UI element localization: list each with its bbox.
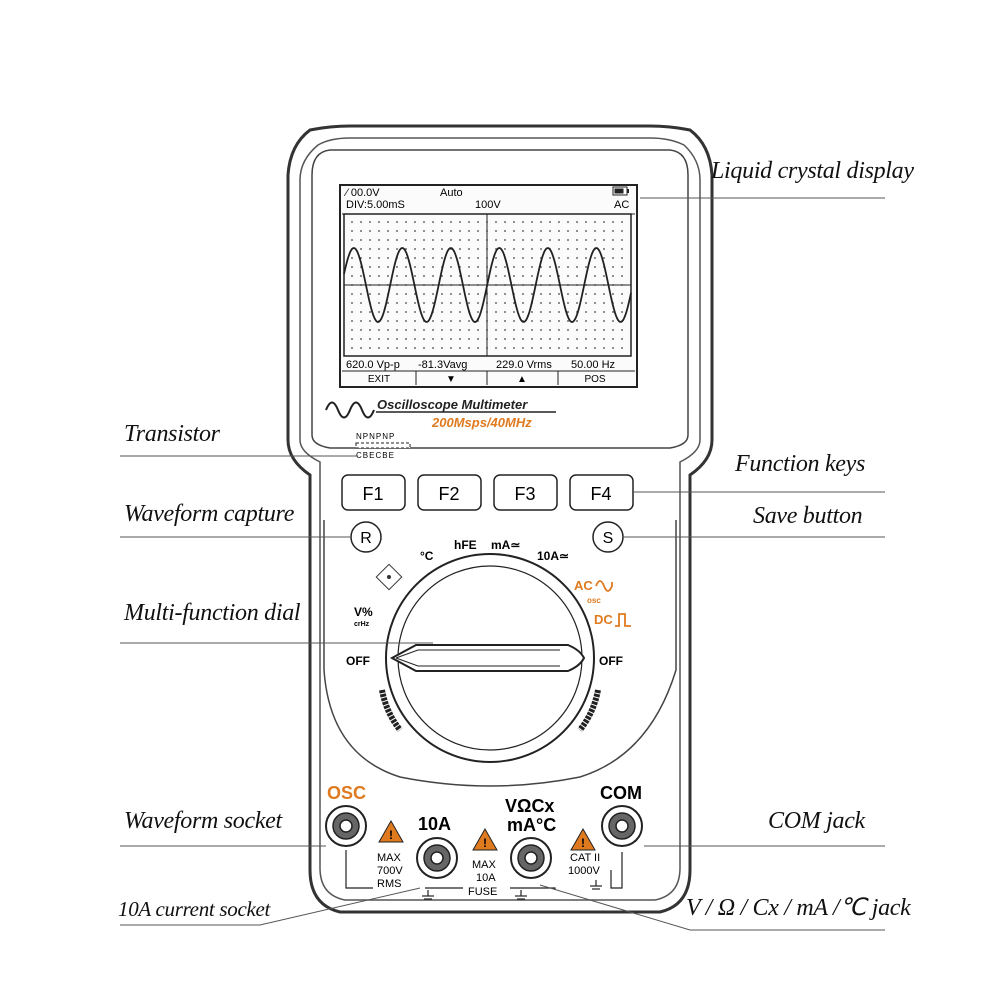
- screen-volt: 100V: [475, 199, 501, 211]
- dial-label-off-left: OFF: [346, 654, 370, 668]
- dial-label-hfe: hFE: [454, 538, 477, 552]
- sine-waveform: [343, 247, 632, 323]
- ground-icon: [590, 880, 602, 890]
- callout-save-button: Save button: [753, 503, 863, 529]
- ground-icon: [422, 890, 434, 900]
- jack-label-com: COM: [600, 783, 642, 803]
- screen-top-left: ⁄ 00.0V: [343, 187, 380, 199]
- measurement-freq: 50.00 Hz: [571, 359, 615, 371]
- dial-label-dc: DC: [594, 612, 613, 627]
- screen-coupling: AC: [614, 199, 629, 211]
- jack-label-v-line2: mA°C: [507, 815, 556, 835]
- measurement-vrms: 229.0 Vrms: [496, 359, 552, 371]
- callout-current-socket: 10A current socket: [118, 897, 271, 921]
- f4-label: F4: [590, 484, 611, 504]
- save-button[interactable]: S: [592, 521, 624, 553]
- jack-label-10a: 10A: [418, 814, 451, 834]
- f2-label: F2: [438, 484, 459, 504]
- battery-icon: [612, 186, 629, 196]
- svg-text:!: !: [581, 836, 585, 850]
- multi-function-dial[interactable]: [385, 553, 595, 763]
- transistor-top-label: NPNPNP: [356, 432, 395, 441]
- v-ohm-socket[interactable]: [510, 837, 552, 879]
- callout-v-jack: V / Ω / Cx / mA /℃ jack: [686, 895, 911, 921]
- osc-rating-700v: 700V: [377, 865, 403, 877]
- softkey-exit: EXIT: [368, 374, 390, 385]
- svg-text:!: !: [483, 836, 487, 850]
- function-key-f3[interactable]: F3: [493, 474, 558, 511]
- warning-icon: !: [570, 827, 596, 851]
- dial-knob-pointer: [389, 644, 586, 672]
- osc-rating-max: MAX: [377, 852, 402, 864]
- dial-label-ac: AC: [574, 578, 593, 593]
- dial-label-cr-hz: crHz: [354, 621, 370, 628]
- osc-socket[interactable]: [325, 805, 367, 847]
- jack-bracket-lines: [345, 850, 623, 890]
- dial-label-off-right: OFF: [599, 654, 623, 668]
- softkey-down: ▼: [446, 374, 456, 385]
- current-rating-10a: 10A: [476, 872, 496, 884]
- function-key-f1[interactable]: F1: [341, 474, 406, 511]
- ground-icon: [515, 890, 527, 900]
- callout-waveform-socket: Waveform socket: [124, 808, 282, 834]
- jack-label-v-line1: VΩCx: [505, 796, 554, 816]
- callout-function-keys: Function keys: [735, 451, 866, 477]
- warning-icon: !: [472, 827, 498, 851]
- warning-icon: !: [378, 819, 404, 843]
- f1-label: F1: [362, 484, 383, 504]
- dial-scale-right: [577, 689, 601, 732]
- softkey-up: ▲: [517, 374, 527, 385]
- cat-rating: CAT II: [570, 852, 600, 864]
- save-button-label: S: [603, 530, 614, 547]
- fuse-label: FUSE: [468, 886, 497, 898]
- dial-label-celsius: °C: [420, 549, 434, 563]
- diode-icon: [375, 563, 403, 591]
- ac-wave-icon: [595, 580, 613, 592]
- callout-waveform-capture: Waveform capture: [124, 501, 295, 527]
- dc-pulse-icon: [615, 613, 631, 627]
- transistor-socket: [355, 442, 411, 449]
- capture-button-label: R: [360, 530, 372, 547]
- svg-text:!: !: [389, 828, 393, 842]
- dial-scale-left: [379, 689, 403, 732]
- callout-com-jack: COM jack: [768, 808, 865, 834]
- ten-a-socket[interactable]: [416, 837, 458, 879]
- dial-label-osc: osc: [587, 596, 601, 605]
- measurement-vavg: -81.3Vavg: [418, 359, 467, 371]
- callout-dial: Multi-function dial: [124, 600, 301, 626]
- dial-label-ma: mA≃: [491, 538, 520, 552]
- screen-auto: Auto: [440, 187, 463, 199]
- function-key-f2[interactable]: F2: [417, 474, 482, 511]
- transistor-bottom-label: CBECBE: [356, 451, 395, 460]
- current-rating-max: MAX: [472, 859, 497, 871]
- f3-label: F3: [514, 484, 535, 504]
- measurement-vpp: 620.0 Vp-p: [346, 359, 400, 371]
- brand-title: Oscilloscope Multimeter: [377, 397, 528, 412]
- waveform-capture-button[interactable]: R: [350, 521, 382, 553]
- screen-div: DIV:5.00mS: [346, 199, 405, 211]
- function-key-f4[interactable]: F4: [569, 474, 634, 511]
- wave-logo-icon: [325, 401, 375, 419]
- jack-label-osc: OSC: [327, 783, 366, 803]
- callout-transistor: Transistor: [124, 421, 220, 447]
- brand-subtitle: 200Msps/40MHz: [431, 415, 532, 430]
- dial-label-10a: 10A≃: [537, 549, 569, 563]
- dial-label-v-pct: V%: [354, 605, 373, 619]
- dial-panel: [323, 520, 677, 787]
- callout-lcd: Liquid crystal display: [711, 158, 914, 184]
- com-socket[interactable]: [601, 805, 643, 847]
- voltage-rating: 1000V: [568, 865, 600, 877]
- device-body-inner: [299, 137, 701, 901]
- callout-lines: [120, 197, 885, 931]
- front-panel-outline: [311, 149, 689, 449]
- osc-rating-rms: RMS: [377, 878, 401, 890]
- softkey-pos: POS: [584, 374, 605, 385]
